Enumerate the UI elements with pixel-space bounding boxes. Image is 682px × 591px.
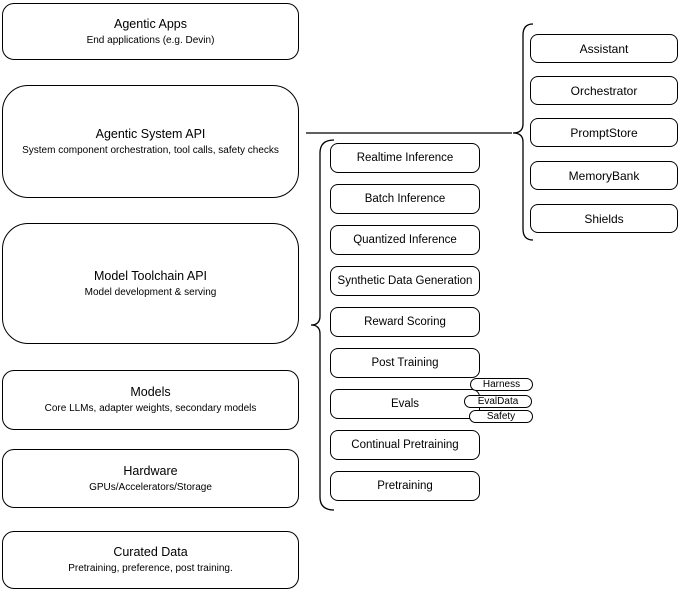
pill-label: EvalData bbox=[477, 396, 519, 407]
pill-harness[interactable]: Harness bbox=[470, 378, 533, 391]
pill-evaldata[interactable]: EvalData bbox=[464, 395, 532, 408]
node-subtitle: Pretraining, preference, post training. bbox=[68, 563, 233, 575]
node-subtitle: End applications (e.g. Devin) bbox=[86, 34, 215, 46]
node-title: Models bbox=[130, 385, 171, 400]
pill-safety[interactable]: Safety bbox=[469, 410, 533, 423]
node-label: Continual Pretraining bbox=[351, 439, 459, 451]
node-label: Orchestrator bbox=[570, 83, 638, 98]
node-subtitle: Model development & serving bbox=[84, 286, 217, 298]
node-label: Realtime Inference bbox=[356, 152, 454, 164]
node-label: Post Training bbox=[371, 357, 439, 369]
node-title: Hardware bbox=[123, 463, 178, 478]
node-subtitle: Core LLMs, adapter weights, secondary mo… bbox=[44, 403, 257, 415]
node-shields[interactable]: Shields bbox=[530, 204, 678, 233]
node-agentic-system-api[interactable]: Agentic System API System component orch… bbox=[2, 85, 299, 198]
node-continual-pretraining[interactable]: Continual Pretraining bbox=[330, 430, 480, 460]
node-label: MemoryBank bbox=[568, 168, 640, 183]
node-pretraining[interactable]: Pretraining bbox=[330, 471, 480, 501]
node-subtitle: GPUs/Accelerators/Storage bbox=[89, 481, 212, 493]
node-title: Agentic System API bbox=[95, 126, 206, 141]
pill-label: Safety bbox=[486, 411, 516, 422]
pill-label: Harness bbox=[482, 379, 521, 390]
node-subtitle: System component orchestration, tool cal… bbox=[22, 144, 279, 156]
node-title: Model Toolchain API bbox=[93, 268, 208, 283]
node-post-training[interactable]: Post Training bbox=[330, 348, 480, 378]
node-promptstore[interactable]: PromptStore bbox=[530, 118, 678, 147]
node-assistant[interactable]: Assistant bbox=[530, 34, 678, 63]
node-reward-scoring[interactable]: Reward Scoring bbox=[330, 307, 480, 337]
node-label: Assistant bbox=[579, 41, 629, 56]
node-batch-inference[interactable]: Batch Inference bbox=[330, 184, 480, 214]
node-orchestrator[interactable]: Orchestrator bbox=[530, 76, 678, 105]
node-memorybank[interactable]: MemoryBank bbox=[530, 161, 678, 190]
node-synthetic-data-generation[interactable]: Synthetic Data Generation bbox=[330, 266, 480, 296]
node-quantized-inference[interactable]: Quantized Inference bbox=[330, 225, 480, 255]
node-label: Quantized Inference bbox=[353, 234, 457, 246]
node-title: Agentic Apps bbox=[114, 16, 187, 31]
node-realtime-inference[interactable]: Realtime Inference bbox=[330, 143, 480, 173]
node-models[interactable]: Models Core LLMs, adapter weights, secon… bbox=[2, 370, 299, 430]
node-hardware[interactable]: Hardware GPUs/Accelerators/Storage bbox=[2, 449, 299, 508]
node-label: Shields bbox=[584, 211, 624, 226]
node-title: Curated Data bbox=[113, 545, 188, 560]
node-label: Reward Scoring bbox=[364, 316, 446, 328]
node-label: PromptStore bbox=[570, 125, 638, 140]
node-curated-data[interactable]: Curated Data Pretraining, preference, po… bbox=[2, 531, 299, 589]
node-agentic-apps[interactable]: Agentic Apps End applications (e.g. Devi… bbox=[2, 3, 299, 60]
node-label: Evals bbox=[390, 398, 420, 410]
node-label: Synthetic Data Generation bbox=[337, 275, 473, 287]
node-model-toolchain-api[interactable]: Model Toolchain API Model development & … bbox=[2, 223, 299, 344]
node-label: Pretraining bbox=[377, 480, 433, 492]
node-evals[interactable]: Evals bbox=[330, 389, 480, 419]
node-label: Batch Inference bbox=[364, 193, 446, 205]
